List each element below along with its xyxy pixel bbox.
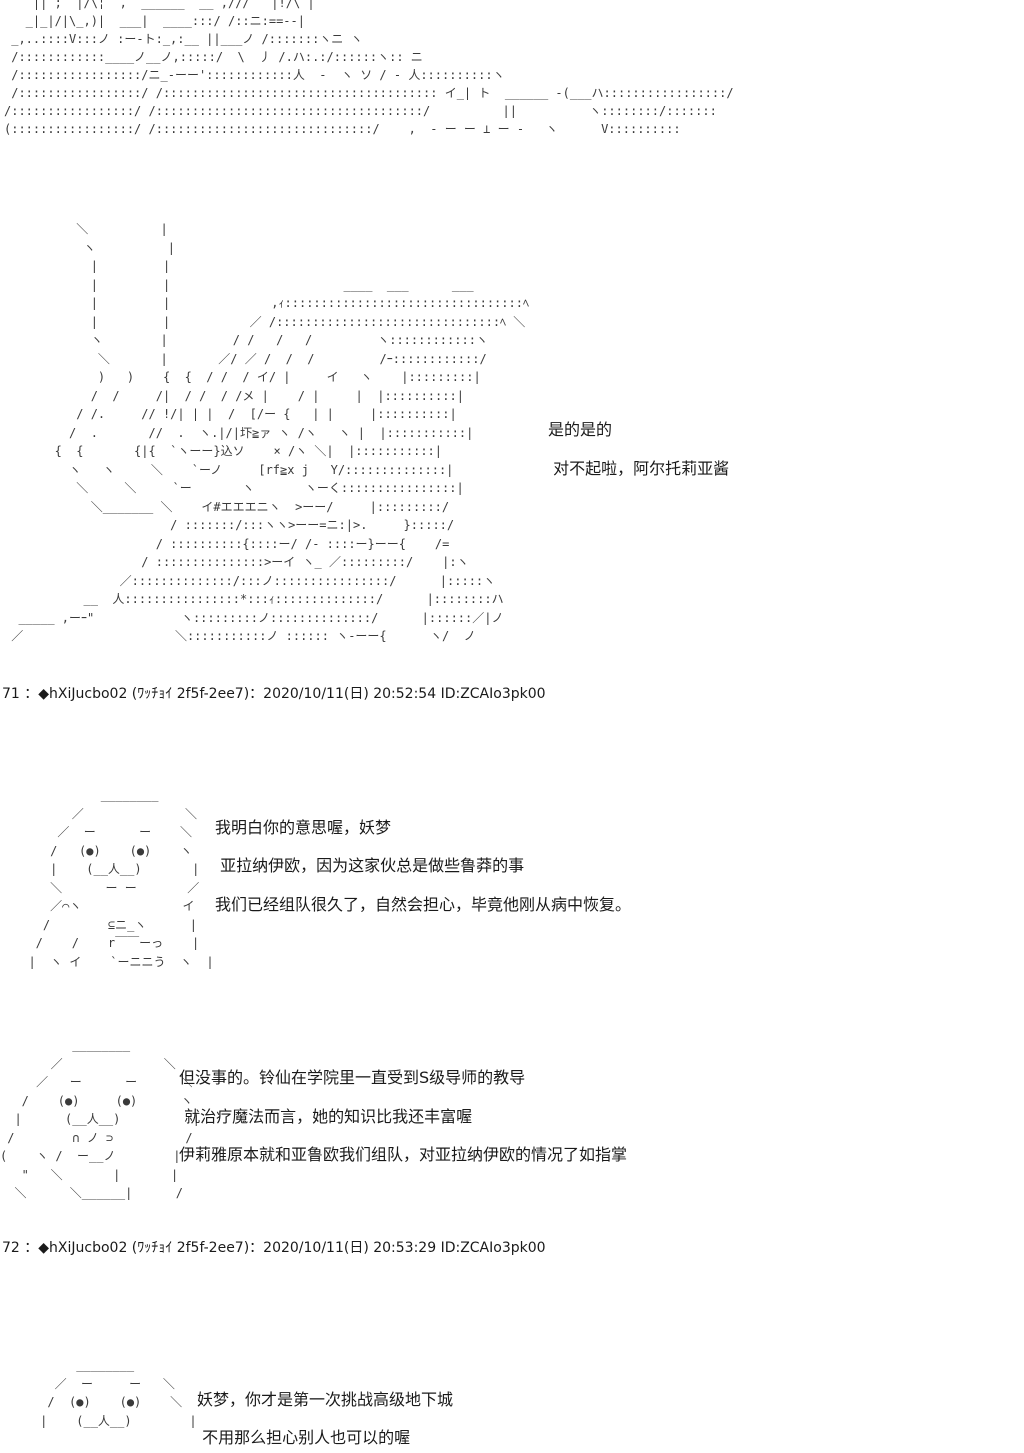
dialog-line: 伊莉雅原本就和亚鲁欧我们组队，对亚拉纳伊欧的情况了如指掌 (179, 1145, 628, 1164)
dialog-line: 亚拉纳伊欧，因为这家伙总是做些鲁莽的事 (215, 856, 525, 875)
ascii-art-face: ________ ／ ＼ ／ ー ー ＼ / (●) (●) ヽ | (__人_… (0, 1038, 200, 1200)
post-header: 72 ：◆hXiJucbo02 (ﾜｯﾁｮｲ 2f5f-2ee7)：2020/1… (2, 1240, 546, 1256)
dialog-line: 但没事的。铃仙在学院里一直受到S级导师的教导 (179, 1068, 526, 1087)
dialog-line: 我们已经组队很久了，自然会担心，毕竟他刚从病中恢复。 (215, 895, 632, 914)
dialog-line: 我明白你的意思喔，妖梦 (215, 818, 392, 837)
ascii-art-character: ＼ | ヽ | | | | | ____ ___ ___ | | ,ｨ:::::… (11, 222, 529, 643)
ascii-art-face: ________ ／ ー ー ＼ / (●) (●) ＼ | (__人__) | (40, 1358, 197, 1428)
post-header: 71 ：◆hXiJucbo02 (ﾜｯﾁｮｲ 2f5f-2ee7)：2020/1… (2, 686, 546, 702)
dialog-line: 不用那么担心别人也可以的喔 (197, 1428, 411, 1447)
dialog-line: 是的是的 (548, 420, 613, 439)
dialog-line: 妖梦，你才是第一次挑战高级地下城 (197, 1390, 454, 1409)
ascii-art-top-scene: || ; |/\¦ , ______ __ ,/// |!/\ | _|_|/|… (4, 0, 734, 136)
ascii-art-face: ________ ／ ＼ ／ ー ー ＼ / (●) (●) ヽ | (__人_… (28, 788, 214, 969)
dialog-line: 对不起啦，阿尔托莉亚酱 (548, 459, 730, 478)
dialog-line: 就治疗魔法而言，她的知识比我还丰富喔 (179, 1107, 473, 1126)
